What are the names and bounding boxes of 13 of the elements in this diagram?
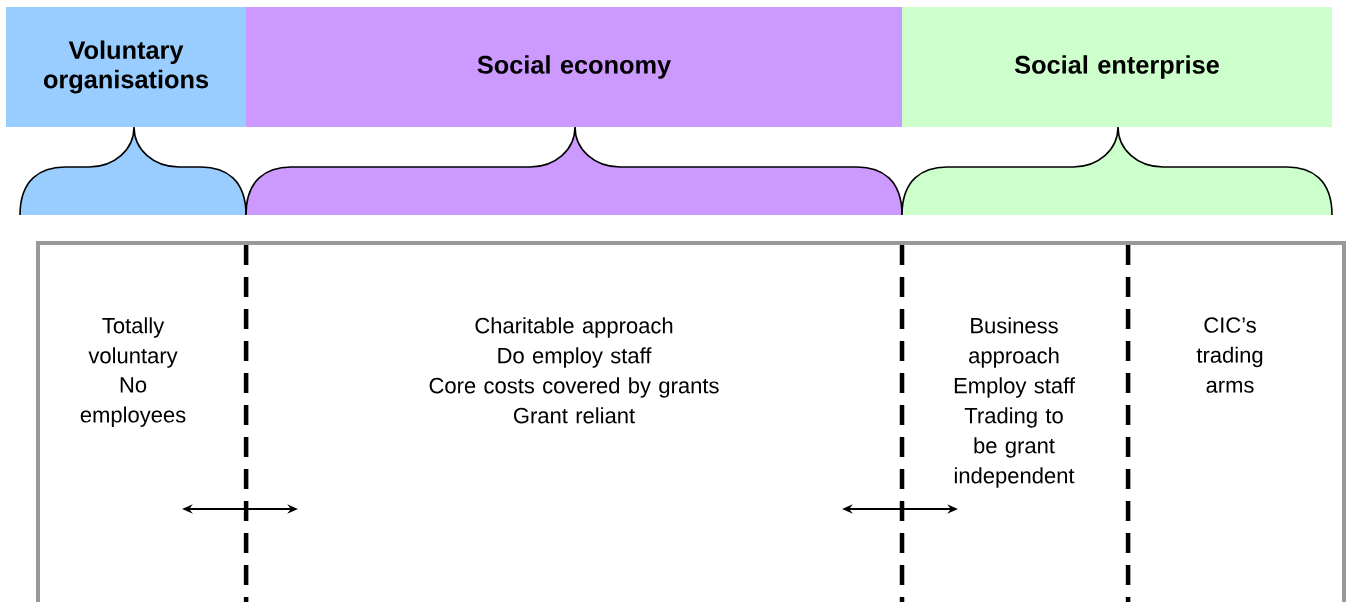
- column-text: CIC’s trading arms: [1196, 317, 1263, 393]
- category-box: Social enterprise: [901, 7, 1333, 216]
- column-text: Charitable approach: [475, 317, 673, 338]
- column-text: Business approach: [969, 317, 1059, 368]
- column-text: Do employ staff: [498, 347, 652, 368]
- column-text: No employees: [80, 377, 186, 427]
- column-text: Core costs covered by grants: [429, 377, 719, 398]
- column-text: Totally voluntary: [88, 317, 178, 368]
- column-text: Employ staff: [954, 377, 1075, 398]
- column-text: Trading to be grant independent: [954, 407, 1075, 488]
- category-box: Voluntary organisations: [6, 7, 247, 216]
- column-text: Grant reliant: [514, 407, 635, 424]
- category-box: Social economy: [245, 7, 903, 216]
